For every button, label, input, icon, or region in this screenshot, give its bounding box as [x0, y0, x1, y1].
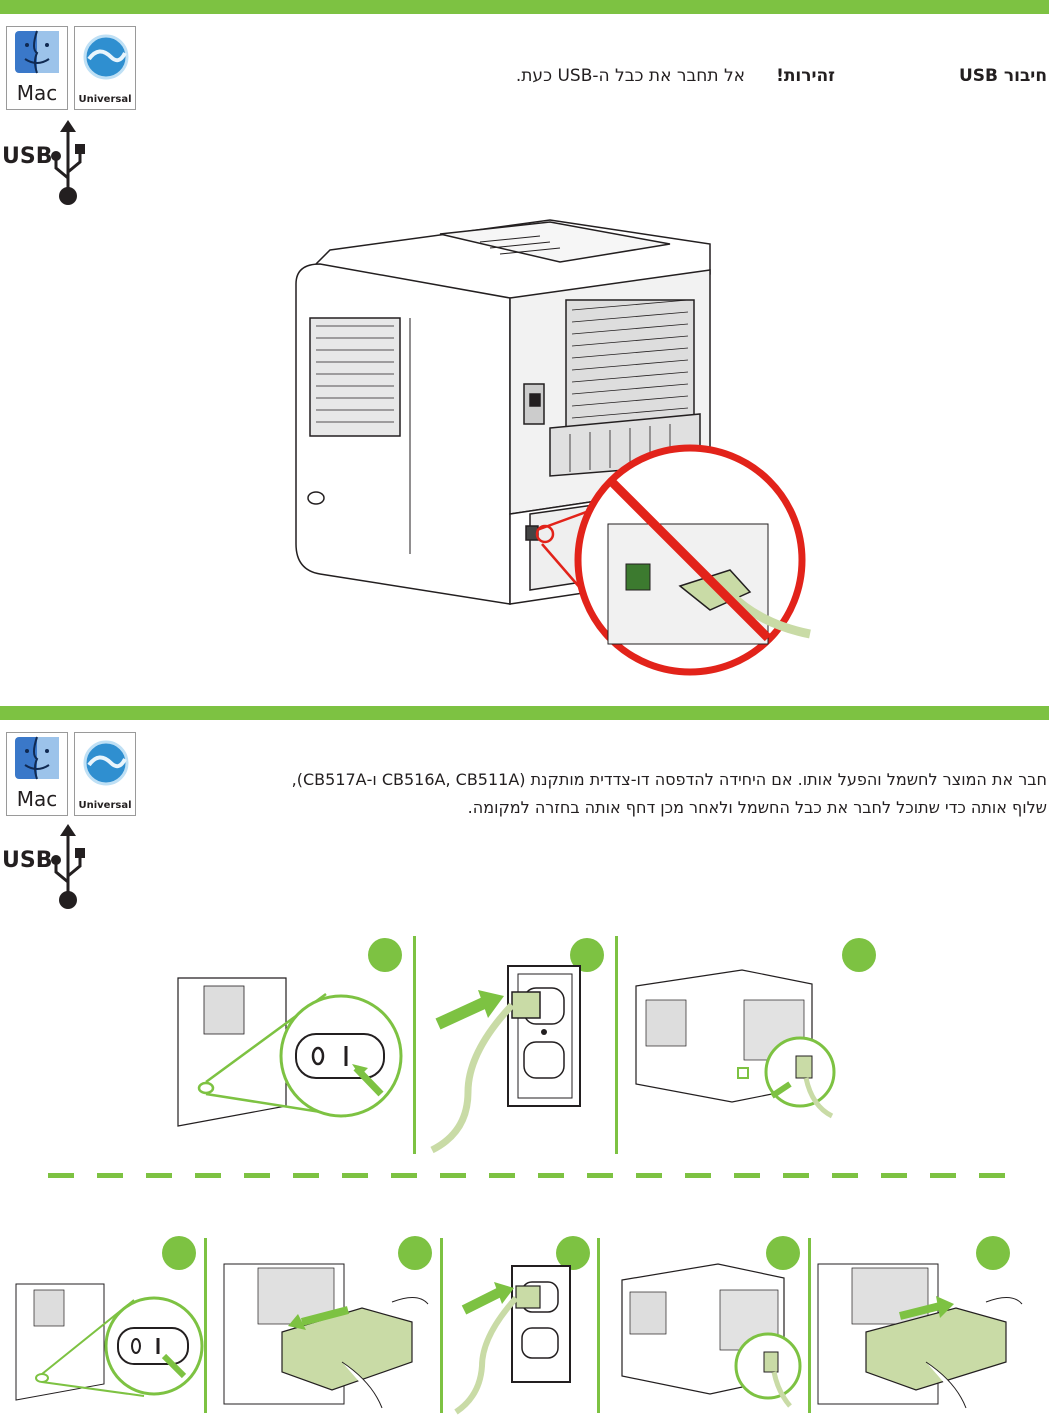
usb-label: USB: [2, 848, 52, 873]
warning-text: אל תחבר את כבל ה-USB כעת.: [516, 66, 745, 86]
printer-power-connection: [632, 966, 842, 1126]
step-divider: [440, 1238, 443, 1413]
mac-label: Mac: [7, 787, 67, 811]
dash-segment: [734, 1173, 760, 1178]
wall-outlet-icon: [452, 1246, 592, 1416]
dash-segment: [832, 1173, 858, 1178]
dash-segment: [97, 1173, 123, 1178]
step-divider: [204, 1238, 207, 1413]
mac-finder-icon: Mac: [6, 732, 68, 816]
dash-segment: [146, 1173, 172, 1178]
instruction-line-2: שלוף אותה כדי שתוכל לחבר את כבל החשמל ול…: [468, 798, 1047, 817]
dash-segment: [391, 1173, 417, 1178]
printer-rear-illustration: [290, 214, 810, 654]
step-divider: [597, 1238, 600, 1413]
usb-label: USB: [2, 144, 52, 169]
wall-outlet-icon: [428, 962, 598, 1162]
section1-top-bar: [0, 0, 1049, 14]
instruction-line-1: חבר את המוצר לחשמל והפעל אותו. אם היחידה…: [292, 770, 1047, 789]
step-marker: [162, 1236, 196, 1270]
universal-driver-icon: Universal: [74, 732, 136, 816]
dash-segment: [538, 1173, 564, 1178]
dash-segment: [783, 1173, 809, 1178]
section1-heading: חיבור USB: [959, 66, 1047, 86]
dash-segment: [930, 1173, 956, 1178]
duplexer-remove-illustration: [816, 1242, 1026, 1412]
dash-segment: [48, 1173, 74, 1178]
dash-segment: [979, 1173, 1005, 1178]
dash-segment: [489, 1173, 515, 1178]
usb-icon: [48, 118, 88, 208]
dash-segment: [342, 1173, 368, 1178]
usb-icon: [48, 822, 88, 912]
step-divider: [808, 1238, 811, 1413]
dash-segment: [636, 1173, 662, 1178]
universal-driver-icon: Universal: [74, 26, 136, 110]
no-entry-icon: [578, 448, 810, 672]
mac-label: Mac: [7, 81, 67, 105]
mac-finder-icon: Mac: [6, 26, 68, 110]
dash-segment: [195, 1173, 221, 1178]
duplexer-insert-illustration: [222, 1242, 432, 1412]
dash-segment: [293, 1173, 319, 1178]
power-switch-illustration: [176, 976, 406, 1136]
step-divider: [615, 936, 618, 1154]
dash-segment: [244, 1173, 270, 1178]
printer-power-connection: [618, 1260, 808, 1410]
power-switch-icon: [281, 996, 401, 1116]
step-marker: [842, 938, 876, 972]
dash-segment: [685, 1173, 711, 1178]
dash-segment: [587, 1173, 613, 1178]
dash-segment: [881, 1173, 907, 1178]
step-divider: [413, 936, 416, 1154]
dash-segment: [440, 1173, 466, 1178]
universal-label: Universal: [75, 800, 135, 811]
step-marker: [368, 938, 402, 972]
universal-label: Universal: [75, 94, 135, 105]
power-switch-illustration: [14, 1284, 194, 1404]
warning-bold: זהירות!: [776, 66, 835, 86]
section2-top-bar: [0, 706, 1049, 720]
